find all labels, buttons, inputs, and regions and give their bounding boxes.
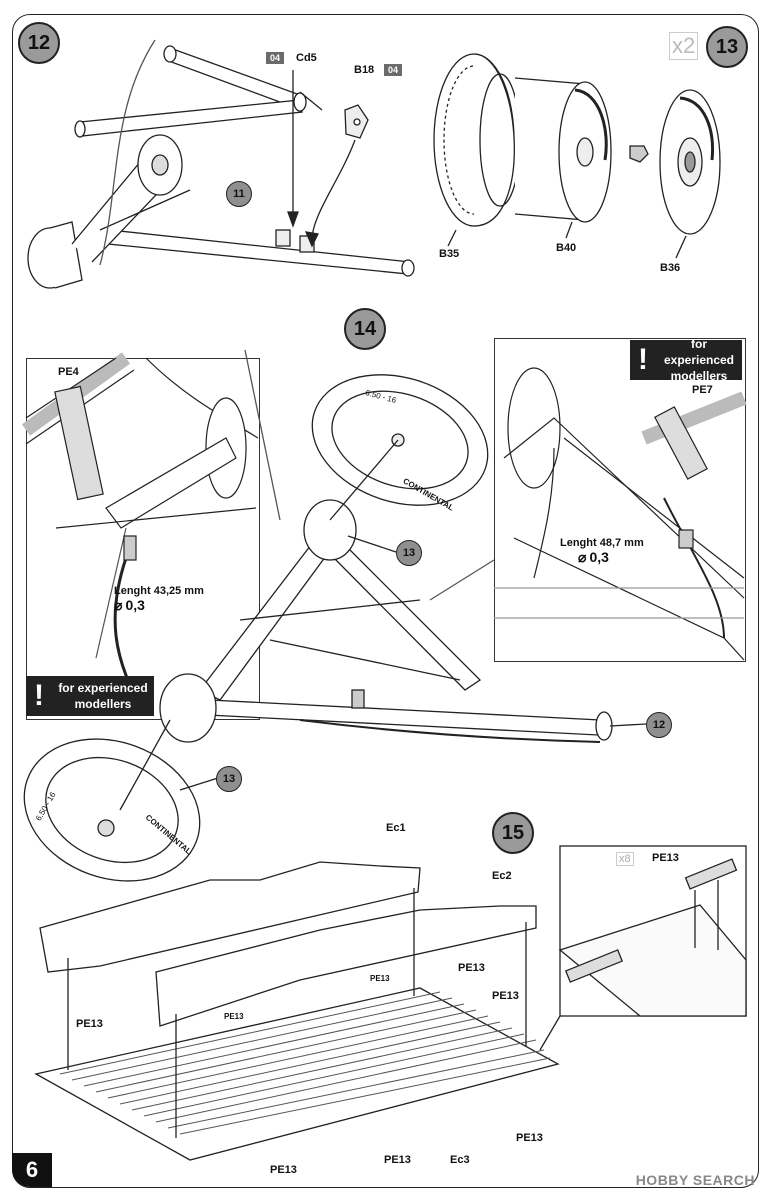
tag-04-b: 04: [384, 64, 403, 76]
multiplier-x8: x8: [616, 852, 634, 866]
part-label-b40: B40: [556, 242, 577, 254]
diameter-icon: ⌀: [114, 597, 123, 613]
page-number: 6: [12, 1153, 52, 1187]
callout-13-a: 13: [396, 540, 422, 566]
exclamation-icon: !: [34, 679, 44, 712]
part-label-b18: B18: [354, 64, 375, 76]
part-label-cd5: Cd5: [296, 52, 317, 64]
right-inset-drawing: [494, 367, 747, 661]
left-inset-drawing: [21, 352, 259, 699]
warning-text-right: for experienced modellers: [663, 337, 735, 383]
warning-banner-right: ! for experienced modellers: [630, 337, 742, 383]
left-length-label: Lenght 43,25 mm ⌀ 0,3: [114, 584, 204, 614]
right-length-text: Lenght 48,7 mm: [560, 537, 644, 549]
step13-wheel-drawing: [433, 53, 721, 259]
step-number-15: 15: [492, 812, 534, 854]
callout-12: 12: [646, 712, 672, 738]
pe13-label-inset: PE13: [652, 852, 679, 864]
exclamation-icon-right: !: [638, 343, 648, 376]
part-label-ec3: Ec3: [450, 1154, 470, 1166]
page-frame: [12, 14, 759, 1188]
pe13-label-8: PE13: [270, 1164, 297, 1176]
callout-13-b: 13: [216, 766, 242, 792]
part-label-ec2: Ec2: [492, 870, 512, 882]
pe13-label-3: PE13: [370, 974, 390, 983]
step14-chassis-drawing: [23, 349, 647, 882]
pe13-label-2: PE13: [224, 1012, 244, 1021]
pe13-label-5: PE13: [492, 990, 519, 1002]
callout-11: 11: [226, 181, 252, 207]
warning-banner-left: ! for experienced modellers: [26, 676, 154, 716]
part-label-b36: B36: [660, 262, 681, 274]
warning-text-left: for experienced modellers: [58, 681, 148, 711]
step-number-14: 14: [344, 308, 386, 350]
part-label-b35: B35: [439, 248, 460, 260]
left-length-text: Lenght 43,25 mm: [114, 585, 204, 597]
step12-axle-drawing: [27, 39, 415, 289]
part-label-pe4: PE4: [58, 366, 79, 378]
watermark: HOBBY SEARCH: [635, 1172, 755, 1188]
left-diameter-value: 0,3: [125, 597, 145, 613]
part-label-pe7: PE7: [692, 384, 713, 396]
pe13-label-4: PE13: [458, 962, 485, 974]
multiplier-x2: x2: [669, 32, 699, 60]
tag-04-a: 04: [266, 52, 285, 64]
right-diameter-value: 0,3: [589, 549, 609, 565]
pe13-label-1: PE13: [76, 1018, 103, 1030]
right-length-label: Lenght 48,7 mm ⌀ 0,3: [560, 536, 644, 566]
step-number-13: 13: [706, 26, 748, 68]
diameter-icon-right: ⌀: [578, 549, 587, 565]
step-number-12: 12: [18, 22, 60, 64]
pe13-label-7: PE13: [384, 1154, 411, 1166]
part-label-ec1: Ec1: [386, 822, 406, 834]
pe13-label-6: PE13: [516, 1132, 543, 1144]
